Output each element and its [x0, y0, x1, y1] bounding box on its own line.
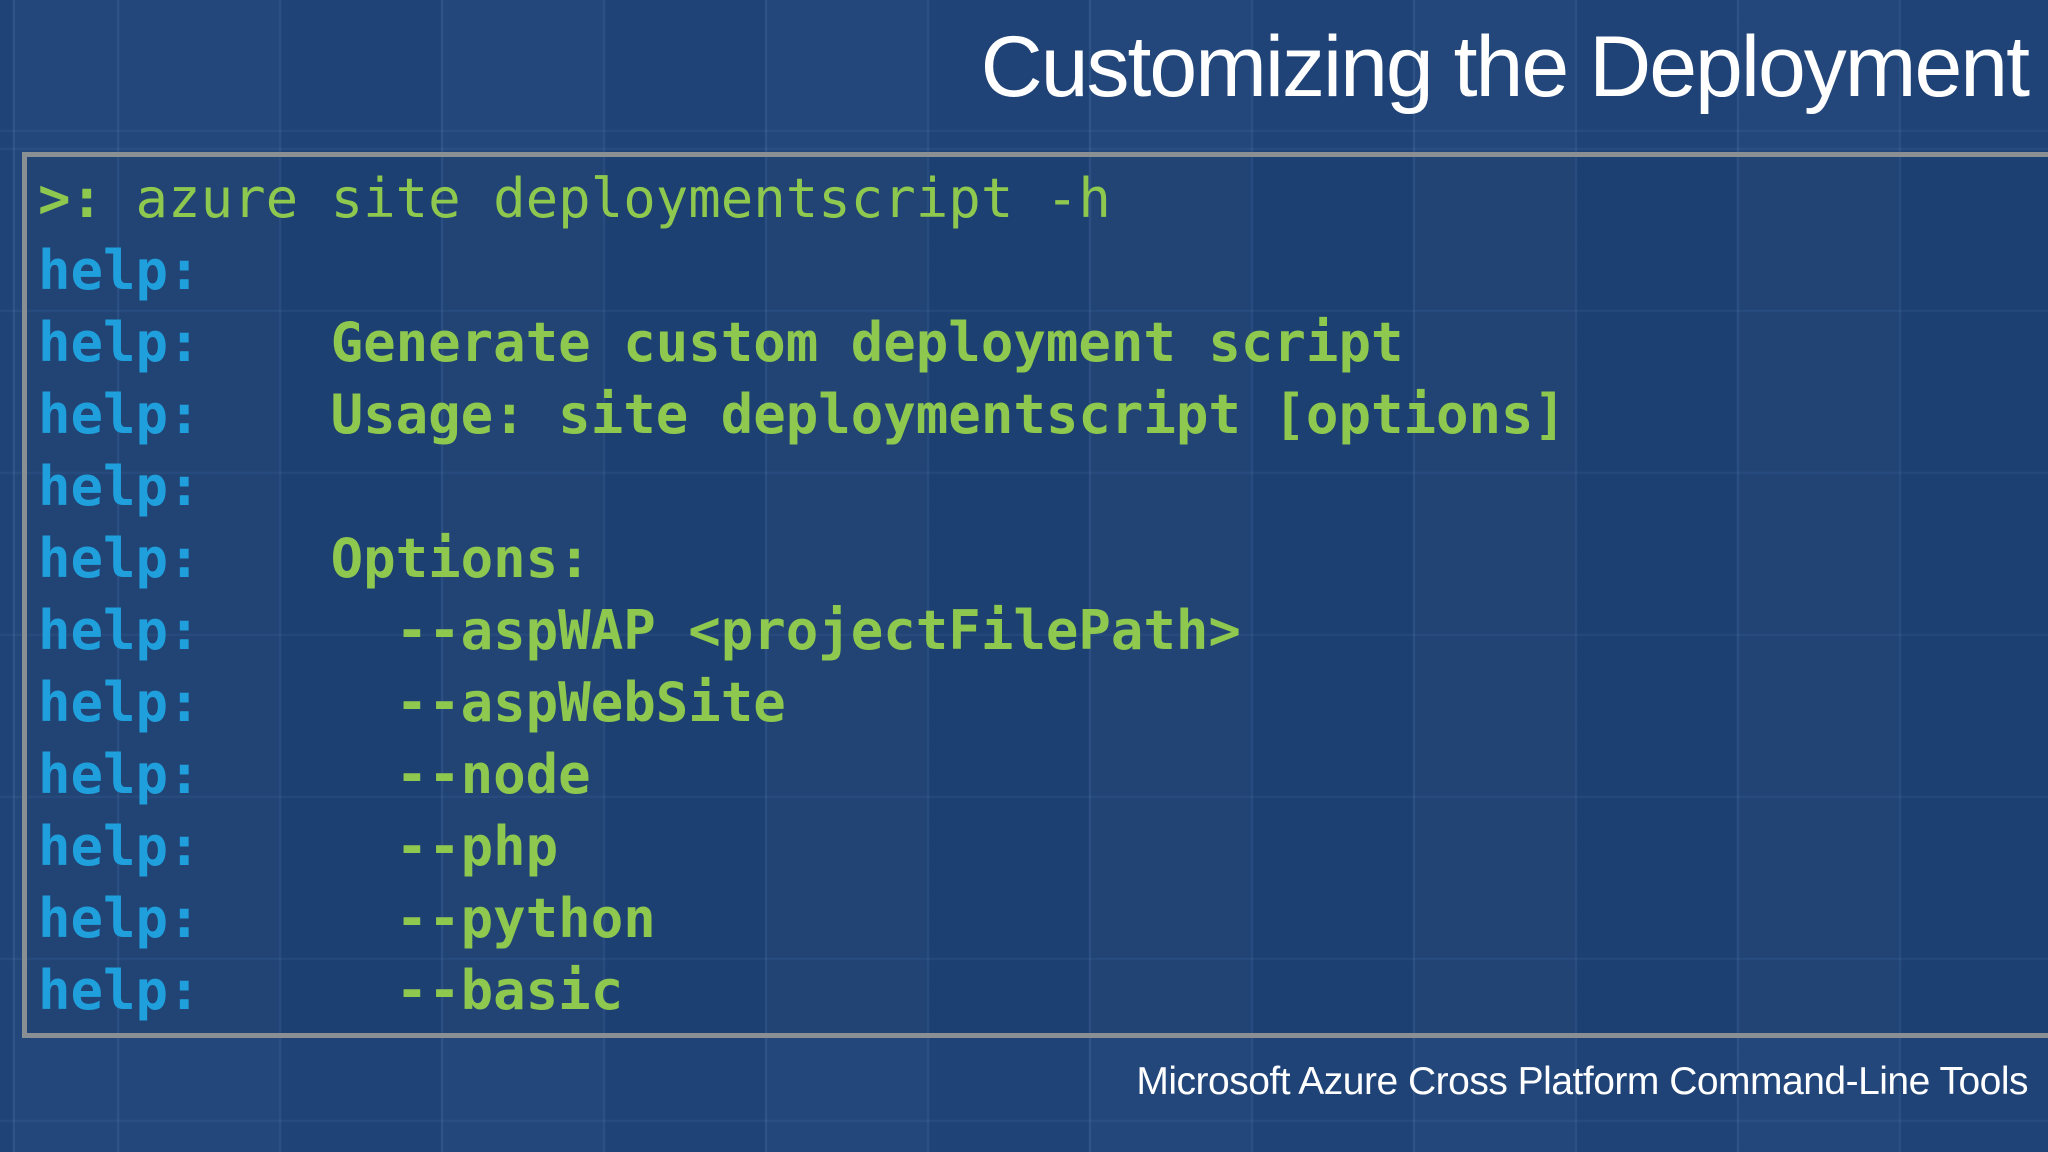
terminal-help-line: help: --python	[38, 883, 2048, 955]
help-content: --aspWAP <projectFilePath>	[200, 599, 1241, 662]
terminal-help-line: help: --aspWAP <projectFilePath>	[38, 595, 2048, 667]
help-prefix: help:	[38, 887, 201, 950]
help-prefix: help:	[38, 959, 201, 1022]
help-content: Usage: site deploymentscript [options]	[200, 383, 1567, 446]
terminal-help-line: help:	[38, 451, 2048, 523]
help-prefix: help:	[38, 383, 201, 446]
terminal-command: azure site deploymentscript -h	[103, 167, 1111, 230]
terminal-help-line: help: Usage: site deploymentscript [opti…	[38, 379, 2048, 451]
help-prefix: help:	[38, 671, 201, 734]
terminal-help-line: help: --basic	[38, 955, 2048, 1027]
terminal-help-line: help:	[38, 235, 2048, 307]
footer-text: Microsoft Azure Cross Platform Command-L…	[1136, 1060, 2028, 1103]
terminal-help-line: help: --php	[38, 811, 2048, 883]
terminal-command-line: >: azure site deploymentscript -h	[38, 163, 2048, 235]
help-prefix: help:	[38, 599, 201, 662]
terminal-help-line: help: --node	[38, 739, 2048, 811]
help-content: --node	[200, 743, 591, 806]
help-prefix: help:	[38, 527, 201, 590]
terminal-help-line: help: --aspWebSite	[38, 667, 2048, 739]
help-prefix: help:	[38, 815, 201, 878]
terminal-help-line: help: Options:	[38, 523, 2048, 595]
terminal-help-line: help: Generate custom deployment script	[38, 307, 2048, 379]
help-prefix: help:	[38, 239, 201, 302]
help-content: --basic	[200, 959, 624, 1022]
help-prefix: help:	[38, 455, 201, 518]
help-content: Options:	[200, 527, 591, 590]
help-content: --php	[200, 815, 559, 878]
help-prefix: help:	[38, 311, 201, 374]
terminal-prompt: >:	[38, 167, 104, 230]
page-title: Customizing the Deployment	[980, 19, 2030, 115]
help-content: --python	[200, 887, 656, 950]
help-prefix: help:	[38, 743, 201, 806]
help-content: Generate custom deployment script	[200, 311, 1404, 374]
terminal-window: >: azure site deploymentscript -h help: …	[22, 152, 2048, 1038]
help-content: --aspWebSite	[200, 671, 786, 734]
